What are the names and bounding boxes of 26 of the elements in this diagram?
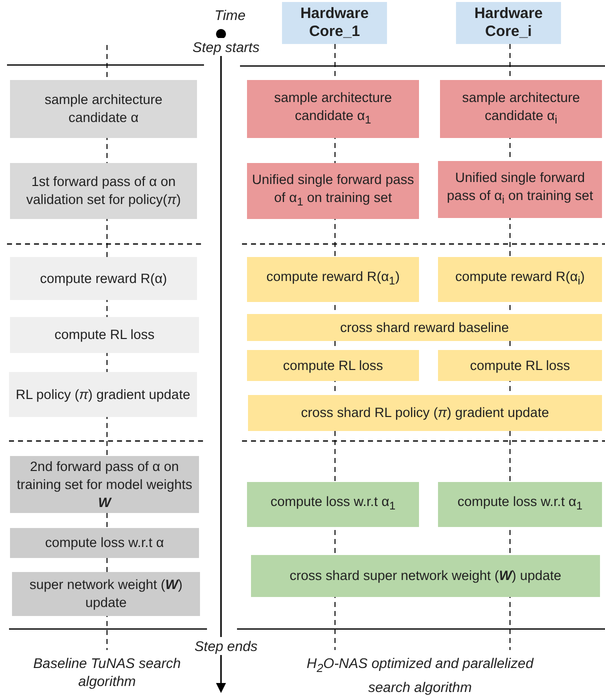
process-box: compute loss w.r.t α$_{1}$: [247, 482, 419, 527]
caption-text: Baseline TuNAS search algorithm: [32, 654, 182, 690]
process-box: compute RL loss: [438, 350, 602, 381]
process-box: compute loss w.r.t α: [10, 528, 199, 558]
process-box: cross shard reward baseline: [247, 314, 602, 341]
process-box: compute reward R(α$_{i}$): [438, 257, 602, 302]
process-box: RL policy (π) gradient update: [9, 372, 197, 417]
process-box: compute loss w.r.t α$_{1}$: [438, 482, 602, 527]
axis-label: Time: [214, 6, 246, 24]
process-box: sample architecture candidate α$_{1}$: [247, 80, 419, 138]
process-box: 2nd forward pass of α on training set for model weights W: [10, 456, 199, 513]
process-box: Unified single forward pass of α$_{1}$ on training set: [247, 163, 419, 219]
caption-text: H$_{2}$O-NAS optimized and parallelized search algorithm: [306, 654, 535, 696]
process-box: compute RL loss: [247, 350, 419, 381]
header-box: Hardware Core_1: [282, 2, 387, 44]
process-box: sample architecture candidate α: [10, 80, 197, 138]
process-box: compute RL loss: [10, 317, 199, 353]
process-box: sample architecture candidate α$_{i}$: [440, 80, 602, 138]
process-box: compute reward R(α): [10, 257, 197, 300]
header-box: Hardware Core_i: [456, 2, 561, 44]
process-box: 1st forward pass of α on validation set for policy(π): [10, 163, 197, 219]
process-box: Unified single forward pass of α$_{i}$ on training set: [438, 161, 602, 218]
process-box: compute reward R(α$_{1}$): [247, 257, 419, 302]
process-box: cross shard super network weight (W) update: [251, 555, 600, 597]
process-box: cross shard RL policy (π) gradient update: [248, 395, 602, 431]
process-box: super network weight (W) update: [12, 572, 200, 616]
